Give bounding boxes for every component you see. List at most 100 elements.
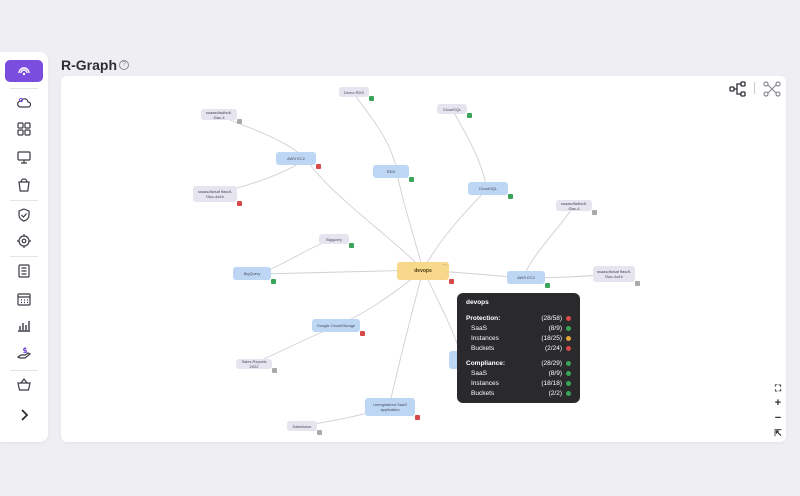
tooltip-label: Buckets xyxy=(471,389,495,397)
list-icon xyxy=(18,264,30,278)
graph-node-root[interactable]: devops ··· xyxy=(397,262,454,284)
calendar-icon xyxy=(17,293,31,306)
sidebar-item-bucket[interactable] xyxy=(0,174,48,196)
ok-badge-icon xyxy=(369,96,374,101)
tooltip-value: (28/58) xyxy=(541,314,562,322)
sidebar-item-reports[interactable] xyxy=(0,314,48,336)
graph-leaf-node[interactable]: Bigquery xyxy=(319,234,354,248)
ok-badge-icon xyxy=(349,243,354,248)
tooltip-label: Instances xyxy=(471,334,499,342)
graph-leaf-node[interactable]: ssaasdfadfsdf-f3ac-4 xyxy=(556,200,597,215)
zoom-in-button[interactable]: + xyxy=(771,396,785,410)
node-label: Unregistered SaaS application xyxy=(373,402,407,412)
node-label: Sales Reports 2022 xyxy=(241,359,267,369)
tooltip-value: (18/18) xyxy=(541,379,562,387)
node-label: ssaasdfwsaf ffasdf-f3ac-4a1b xyxy=(596,269,632,279)
unknown-badge-icon xyxy=(635,281,640,286)
tooltip-row: SaaS (8/9) xyxy=(466,323,571,333)
sidebar-item-calendar[interactable] xyxy=(0,288,48,310)
ok-badge-icon xyxy=(271,279,276,284)
tooltip-label: Protection: xyxy=(466,314,501,322)
tooltip-label: SaaS xyxy=(471,369,487,377)
graph-panel[interactable]: devops ··· AWS EC2 RDS CloudSQL BigQuery… xyxy=(61,76,786,442)
graph-node-rds[interactable]: RDS xyxy=(373,165,414,182)
ok-badge-icon xyxy=(508,194,513,199)
sidebar-item-billing[interactable] xyxy=(0,342,48,364)
sidebar-divider xyxy=(10,256,38,257)
graph-node-unregistered-saas[interactable]: Unregistered SaaS application xyxy=(365,398,420,420)
sidebar xyxy=(0,52,48,442)
unknown-badge-icon xyxy=(317,430,322,435)
node-label: Bigquery xyxy=(326,236,342,242)
reset-view-button[interactable]: ⇱ xyxy=(771,426,785,440)
graph-leaf-node[interactable]: Sales Reports 2022 xyxy=(236,359,277,373)
graph-leaf-node[interactable]: Demo RDS xyxy=(339,87,374,101)
status-red-icon xyxy=(566,315,571,321)
status-green-icon xyxy=(566,360,571,366)
sidebar-item-monitor[interactable] xyxy=(0,146,48,168)
sidebar-item-radar[interactable] xyxy=(0,60,48,82)
sidebar-item-target[interactable] xyxy=(0,230,48,252)
status-orange-icon xyxy=(566,335,571,341)
node-label: ssaasdfwsaf ffasdf-f3ac-4a1b xyxy=(197,189,233,199)
sidebar-item-list[interactable] xyxy=(0,260,48,282)
status-green-icon xyxy=(566,380,571,386)
sidebar-item-security[interactable] xyxy=(0,204,48,226)
arrow-up-left-icon: ⇱ xyxy=(774,427,782,438)
tooltip-value: (28/29) xyxy=(541,359,562,367)
network-icon[interactable] xyxy=(762,80,782,98)
tooltip-label: Instances xyxy=(471,379,499,387)
page-title-text: R-Graph xyxy=(61,57,117,73)
zoom-out-button[interactable]: − xyxy=(771,411,785,425)
chevron-right-icon xyxy=(21,409,29,421)
tooltip-value: (2/24) xyxy=(545,344,562,352)
graph-node-google-cloud-storage[interactable]: Google CloudStorage xyxy=(312,319,365,336)
tooltip-label: Compliance: xyxy=(466,359,506,367)
graph-node-aws-ec2-b[interactable]: AWS EC2 xyxy=(507,271,550,288)
sidebar-item-basket[interactable] xyxy=(0,374,48,396)
tooltip-label: SaaS xyxy=(471,324,487,332)
node-label: AWS EC2 xyxy=(287,156,305,161)
tooltip-protection-row: Protection: (28/58) xyxy=(466,313,571,323)
help-icon[interactable]: ? xyxy=(119,60,129,70)
graph-leaf-node[interactable]: ssaasdfwsaf ffasdf-f3ac-4a1b xyxy=(593,266,640,286)
sidebar-divider xyxy=(10,88,38,89)
tooltip-value: (8/9) xyxy=(548,369,562,377)
graph-leaf-node[interactable]: Salesforce xyxy=(287,421,322,435)
basket-icon xyxy=(17,378,31,391)
tooltip-compliance-row: Compliance: (28/29) xyxy=(466,358,571,368)
risk-badge-icon xyxy=(415,415,420,420)
graph-leaf-node[interactable]: ssaasdfadfsdf-f3ac-4 xyxy=(201,109,242,124)
graph-leaf-node[interactable]: ssaasdfwsaf ffasdf-f3ac-4a1b xyxy=(193,186,242,206)
node-label: BigQuery xyxy=(243,271,261,276)
graph-leaf-node[interactable]: CloudSQL xyxy=(437,104,472,118)
graph-node-aws-ec2[interactable]: AWS EC2 xyxy=(276,152,321,169)
graph-node-bigquery[interactable]: BigQuery xyxy=(233,267,276,284)
node-label: CloudSQL xyxy=(478,186,498,191)
hand-dollar-icon xyxy=(16,347,32,359)
sidebar-item-cloud[interactable] xyxy=(0,92,48,114)
node-label: AWS EC2 xyxy=(517,275,535,280)
node-label: ssaasdfadfsdf-f3ac-4 xyxy=(205,109,232,120)
sidebar-item-grid[interactable] xyxy=(0,118,48,140)
fit-screen-button[interactable]: ⛶ xyxy=(771,381,785,395)
node-label: ssaasdfadfsdf-f3ac-4 xyxy=(560,200,587,211)
graph-node-partially-hidden[interactable] xyxy=(449,351,459,369)
tooltip-row: Instances (18/18) xyxy=(466,378,571,388)
hierarchy-icon[interactable] xyxy=(728,80,748,98)
toolbar-divider xyxy=(754,82,755,94)
sidebar-expand-button[interactable] xyxy=(0,404,48,426)
status-green-icon xyxy=(566,325,571,331)
tooltip-row: Buckets (2/2) xyxy=(466,388,571,398)
tooltip-label: Buckets xyxy=(471,344,495,352)
graph-node-cloudsql[interactable]: CloudSQL xyxy=(468,182,513,199)
risk-badge-icon xyxy=(449,279,454,284)
ok-badge-icon xyxy=(409,177,414,182)
sidebar-divider xyxy=(10,370,38,371)
status-red-icon xyxy=(566,345,571,351)
node-label: RDS xyxy=(386,169,396,174)
fit-screen-icon: ⛶ xyxy=(774,382,782,393)
node-label: Salesforce xyxy=(292,423,312,429)
node-menu-icon[interactable]: ··· xyxy=(443,262,447,267)
radar-icon xyxy=(18,67,30,76)
